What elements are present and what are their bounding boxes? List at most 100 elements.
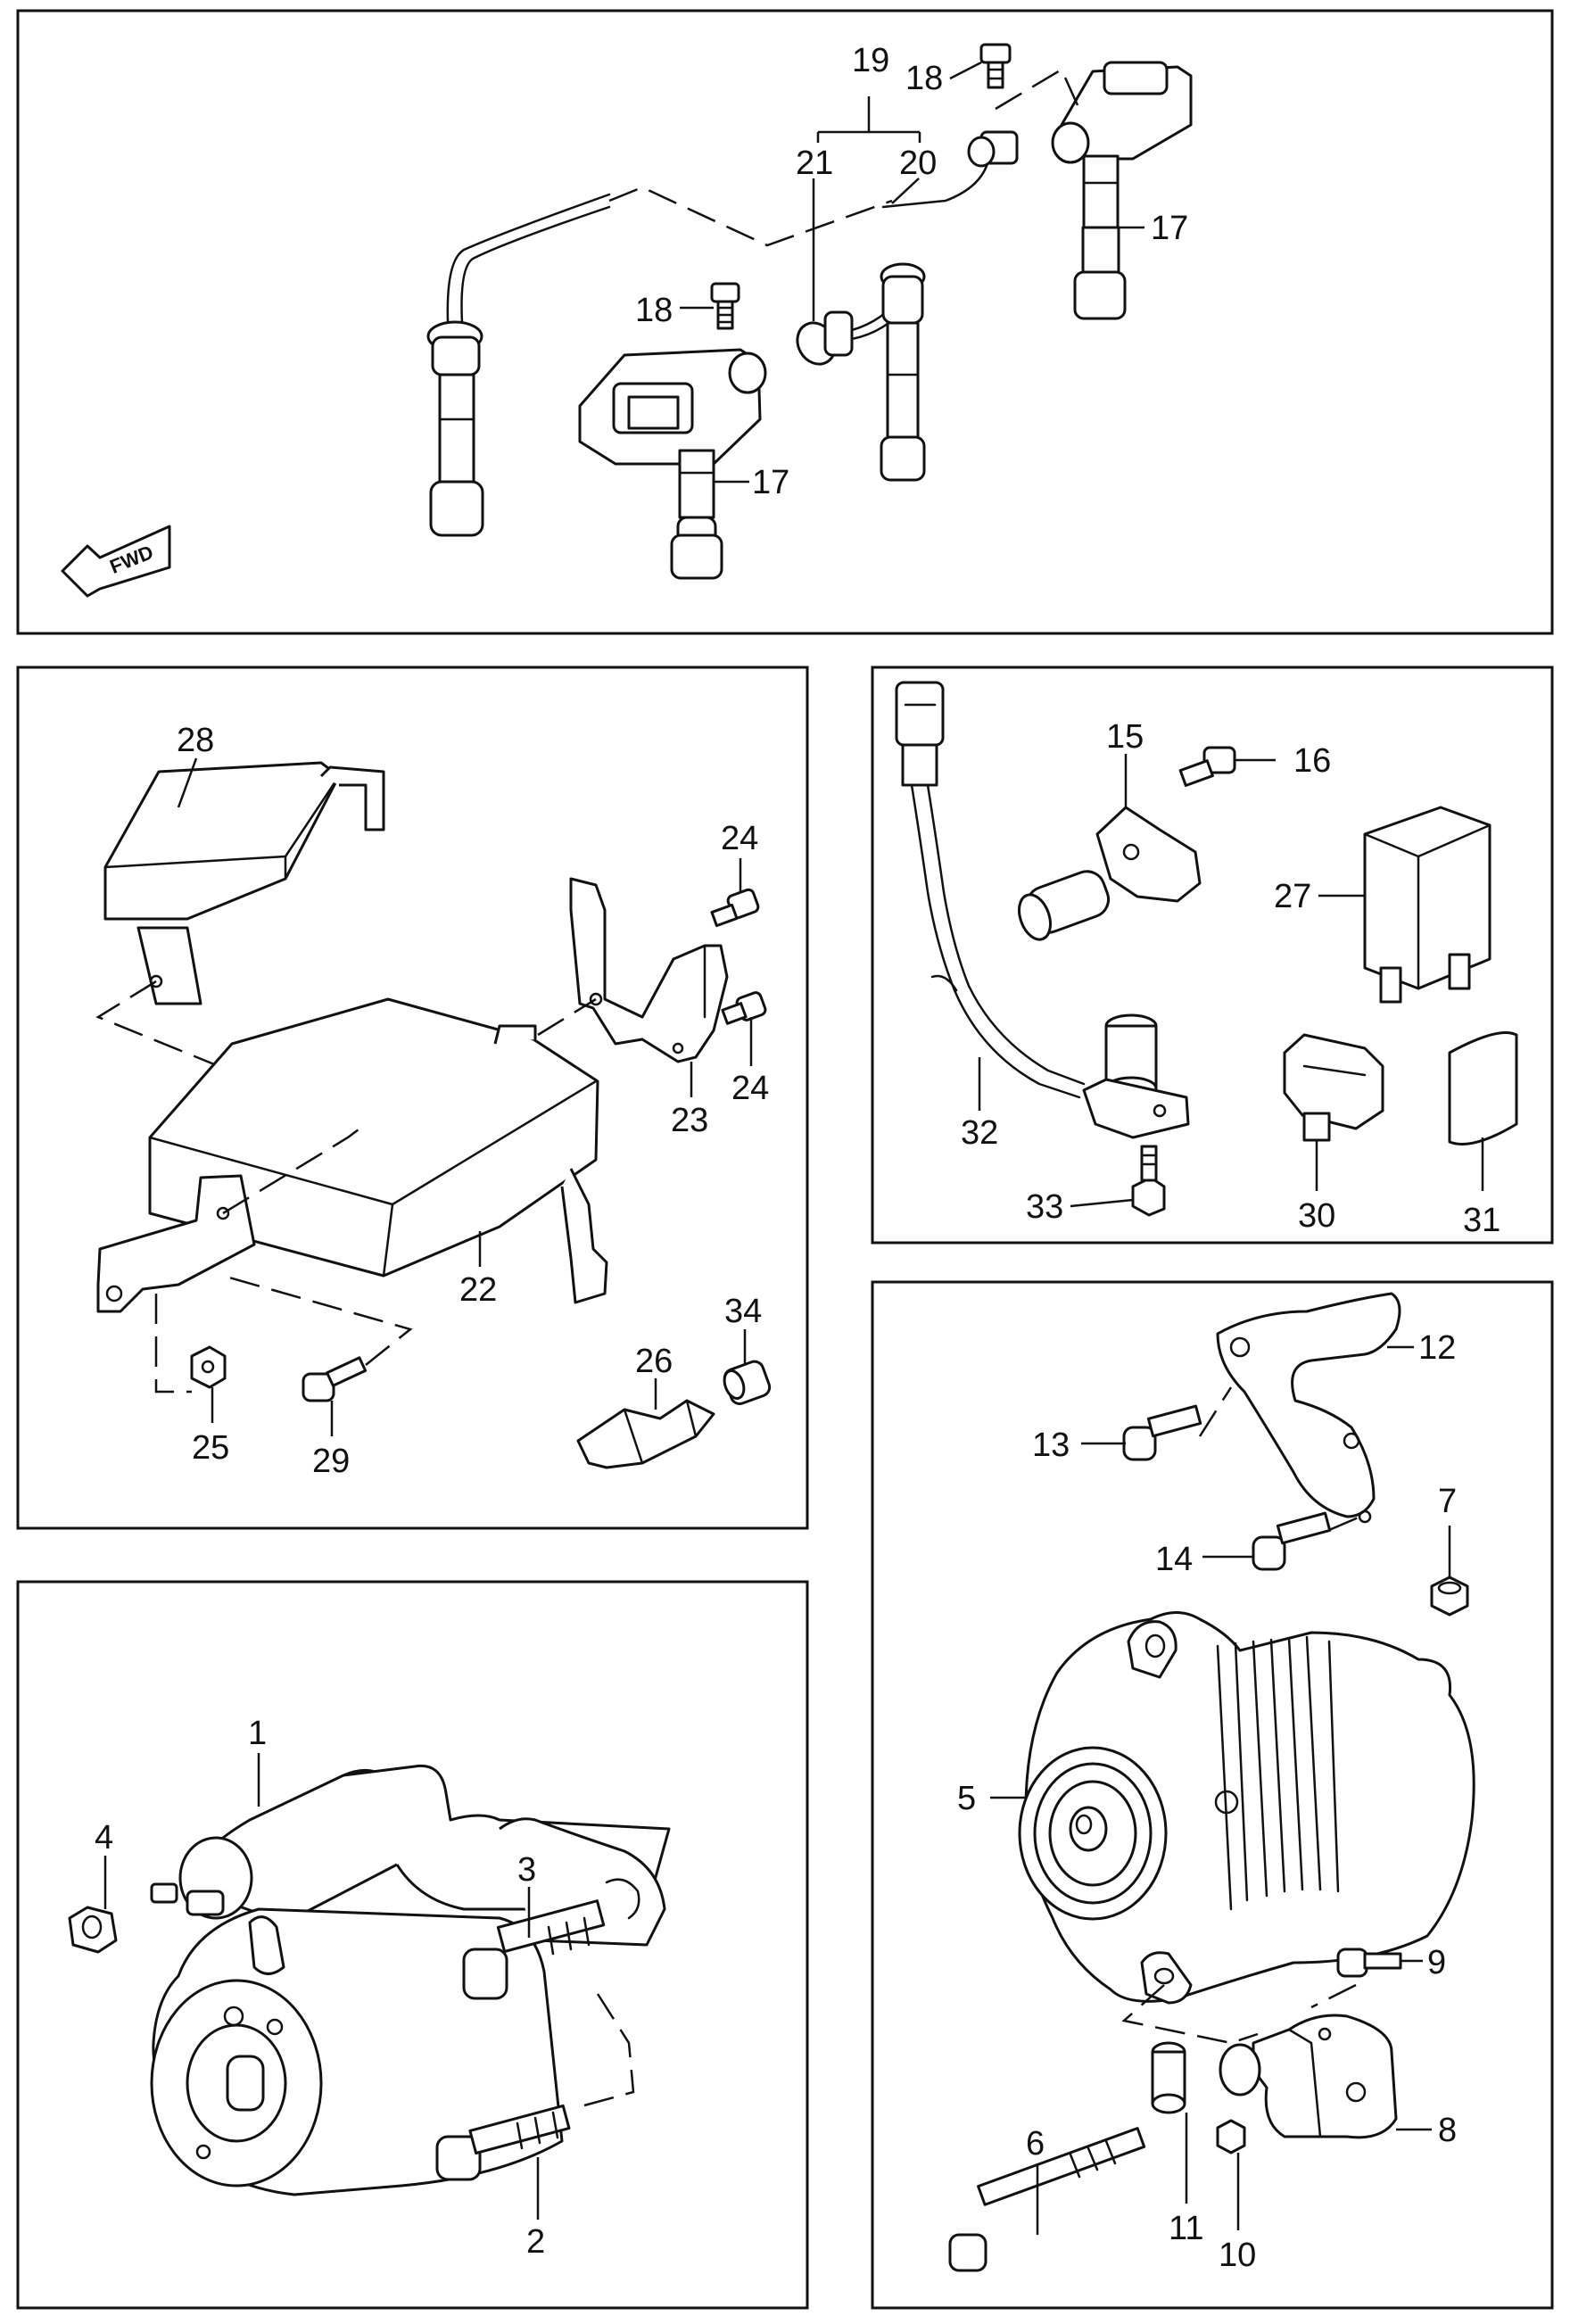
- callout-27: 27: [1274, 878, 1311, 915]
- connector-30: [1283, 1033, 1384, 1142]
- callout-7: 7: [1438, 1483, 1457, 1520]
- callout-26: 26: [635, 1343, 673, 1380]
- collar-8-bush: [1219, 2043, 1261, 2097]
- bolt-9: [1336, 1948, 1402, 1978]
- callout-17-center: 17: [752, 464, 789, 501]
- bolt-13: [1122, 1404, 1202, 1461]
- nut-25: [190, 1345, 227, 1389]
- panel-ecu-border: [16, 666, 809, 1530]
- leader-20: [891, 178, 920, 204]
- callout-2: 2: [526, 2223, 545, 2261]
- ecu-22: [96, 997, 608, 1313]
- nut-7: [1430, 1576, 1469, 1617]
- callout-28: 28: [177, 722, 214, 759]
- callout-9: 9: [1427, 1944, 1446, 1981]
- alternator-panel: 12 13 7 14 5 9 8 6 11 10: [948, 1292, 1475, 2274]
- guide-line-2: [583, 1993, 635, 2107]
- bolt-29: [302, 1356, 368, 1402]
- panel-ignition-border: [16, 9, 1554, 635]
- callout-19: 19: [852, 42, 889, 79]
- bolt-2: [435, 2104, 571, 2181]
- guide-line-29: [222, 1274, 413, 1366]
- callout-18-center: 18: [635, 292, 673, 329]
- bolt-3: [462, 1899, 606, 2000]
- bolt-24-lower: [721, 991, 767, 1025]
- spacer-34: [723, 1360, 772, 1406]
- bracket-8: [1252, 2014, 1398, 2139]
- callout-31: 31: [1463, 1202, 1500, 1239]
- callout-1: 1: [248, 1715, 267, 1752]
- bolt-18-center: [710, 282, 740, 330]
- relay-27: [1363, 806, 1492, 1004]
- callout-24-lower: 24: [731, 1070, 769, 1107]
- nut-4: [68, 1906, 118, 1954]
- callout-13: 13: [1032, 1427, 1070, 1464]
- bracket-12: [1216, 1292, 1401, 1524]
- ignition-coil-right: [1051, 61, 1193, 320]
- callout-11: 11: [1169, 2210, 1203, 2247]
- callout-12: 12: [1418, 1329, 1456, 1367]
- panel-alternator-border: [871, 1280, 1554, 2310]
- callout-23: 23: [671, 1102, 708, 1139]
- callout-22: 22: [459, 1271, 497, 1309]
- bracket-23: [569, 877, 729, 1063]
- bolt-24-upper: [710, 888, 760, 928]
- module-28: [103, 761, 385, 1005]
- callout-14: 14: [1155, 1541, 1193, 1578]
- ecu-panel: 28 24 24 23 22 34 26 25 29: [95, 722, 772, 1480]
- ignition-coil-center: [578, 348, 767, 580]
- starter-panel: 1 4 3 2: [68, 1715, 671, 2261]
- callout-30: 30: [1298, 1197, 1335, 1235]
- callout-17-top: 17: [1151, 210, 1188, 247]
- crank-sensor-32: [1082, 1013, 1190, 1139]
- guide-line-coil: [995, 68, 1079, 111]
- callout-25: 25: [192, 1429, 229, 1467]
- bushing-11: [1151, 2041, 1186, 2114]
- leader-18-top: [949, 61, 982, 80]
- callout-5: 5: [957, 1780, 976, 1817]
- ignition-panel: FWD: [61, 42, 1193, 598]
- starter-motor-1: [150, 1764, 671, 2196]
- callout-3: 3: [517, 1851, 536, 1889]
- nut-10: [1216, 2119, 1246, 2154]
- bolt-6: [948, 2127, 1146, 2272]
- callout-19-bracket: [816, 96, 921, 143]
- guide-line-12: [1198, 1386, 1233, 1437]
- guide-line-25: [154, 1294, 192, 1394]
- leader-28: [177, 757, 198, 808]
- panel-starter-border: [16, 1580, 809, 2310]
- bolt-33: [1131, 1145, 1166, 1217]
- wire-20: [881, 130, 1019, 209]
- callout-18-top: 18: [905, 60, 943, 97]
- panel-sensor-border: [871, 666, 1554, 1245]
- bolt-14: [1252, 1511, 1332, 1571]
- plug-wire-right: [796, 262, 926, 482]
- callout-24-upper: 24: [721, 820, 758, 857]
- guide-line-wire: [608, 186, 893, 247]
- cam-sensor-15: [1018, 806, 1202, 941]
- guide-line-9: [1310, 1983, 1357, 2009]
- callout-16: 16: [1293, 742, 1331, 780]
- bolt-16: [1178, 746, 1236, 788]
- plug-wire-left: [426, 193, 611, 537]
- callout-4: 4: [95, 1819, 113, 1857]
- connector-26: [576, 1399, 715, 1469]
- guide-line-22: [222, 1123, 367, 1215]
- guide-line-14: [1328, 1515, 1361, 1532]
- callout-32: 32: [961, 1114, 998, 1152]
- alternator-5: [1018, 1611, 1475, 2005]
- guide-line-alternator: [1121, 1984, 1259, 2045]
- callout-34: 34: [724, 1293, 762, 1330]
- leader-33: [1070, 1198, 1134, 1208]
- sensor-panel: 15 16 27 32 33 30 31: [895, 681, 1518, 1239]
- harness-32: [895, 681, 1086, 1099]
- callout-29: 29: [312, 1443, 350, 1480]
- guide-line-23: [537, 997, 597, 1037]
- pad-31: [1448, 1031, 1518, 1145]
- callout-6: 6: [1026, 2125, 1045, 2163]
- callout-10: 10: [1219, 2237, 1256, 2274]
- callout-8: 8: [1438, 2112, 1457, 2149]
- callout-20: 20: [899, 145, 937, 182]
- callout-15: 15: [1106, 718, 1144, 756]
